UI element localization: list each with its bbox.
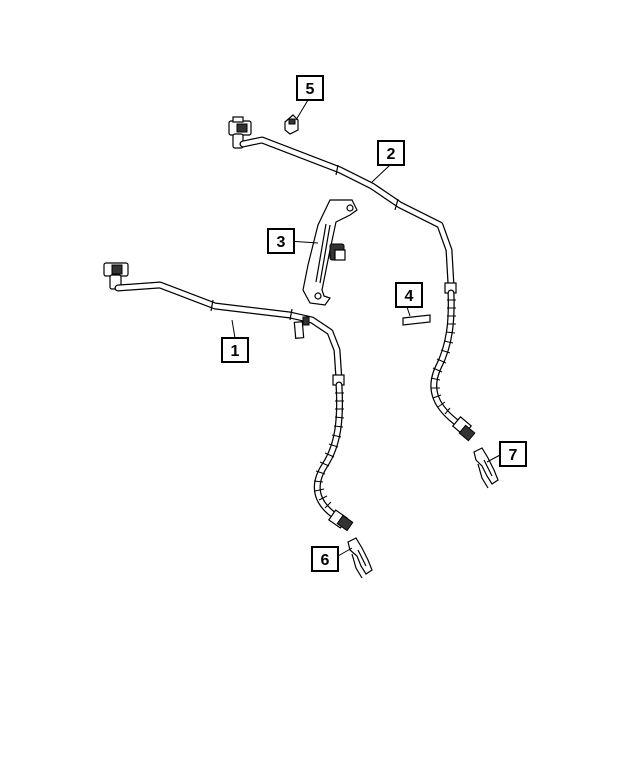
callout-2: 2 xyxy=(377,140,405,166)
hose-1[interactable] xyxy=(103,262,354,532)
callout-4: 4 xyxy=(395,282,423,308)
hose-2[interactable] xyxy=(228,116,476,442)
svg-text:3: 3 xyxy=(277,234,286,251)
hose-1-end-fitting xyxy=(327,509,354,532)
callout-5: 5 xyxy=(296,75,324,101)
part-5-clip[interactable] xyxy=(284,114,299,135)
svg-text:1: 1 xyxy=(231,343,240,360)
part-4-strip[interactable] xyxy=(402,314,431,326)
svg-text:5: 5 xyxy=(306,81,315,98)
callout-3: 3 xyxy=(267,228,295,254)
svg-text:6: 6 xyxy=(321,552,330,569)
callout-6: 6 xyxy=(311,546,339,572)
part-6-clip[interactable] xyxy=(347,537,373,579)
part-7-clip[interactable] xyxy=(473,447,499,489)
svg-text:2: 2 xyxy=(387,146,396,163)
callout-7: 7 xyxy=(499,441,527,467)
leader-lines xyxy=(231,99,501,557)
callout-1: 1 xyxy=(221,337,249,363)
svg-text:7: 7 xyxy=(509,447,518,464)
hose-2-end-fitting xyxy=(451,416,476,442)
svg-text:4: 4 xyxy=(405,288,414,305)
hose-2-connector xyxy=(228,116,252,149)
bracket[interactable] xyxy=(302,199,358,306)
